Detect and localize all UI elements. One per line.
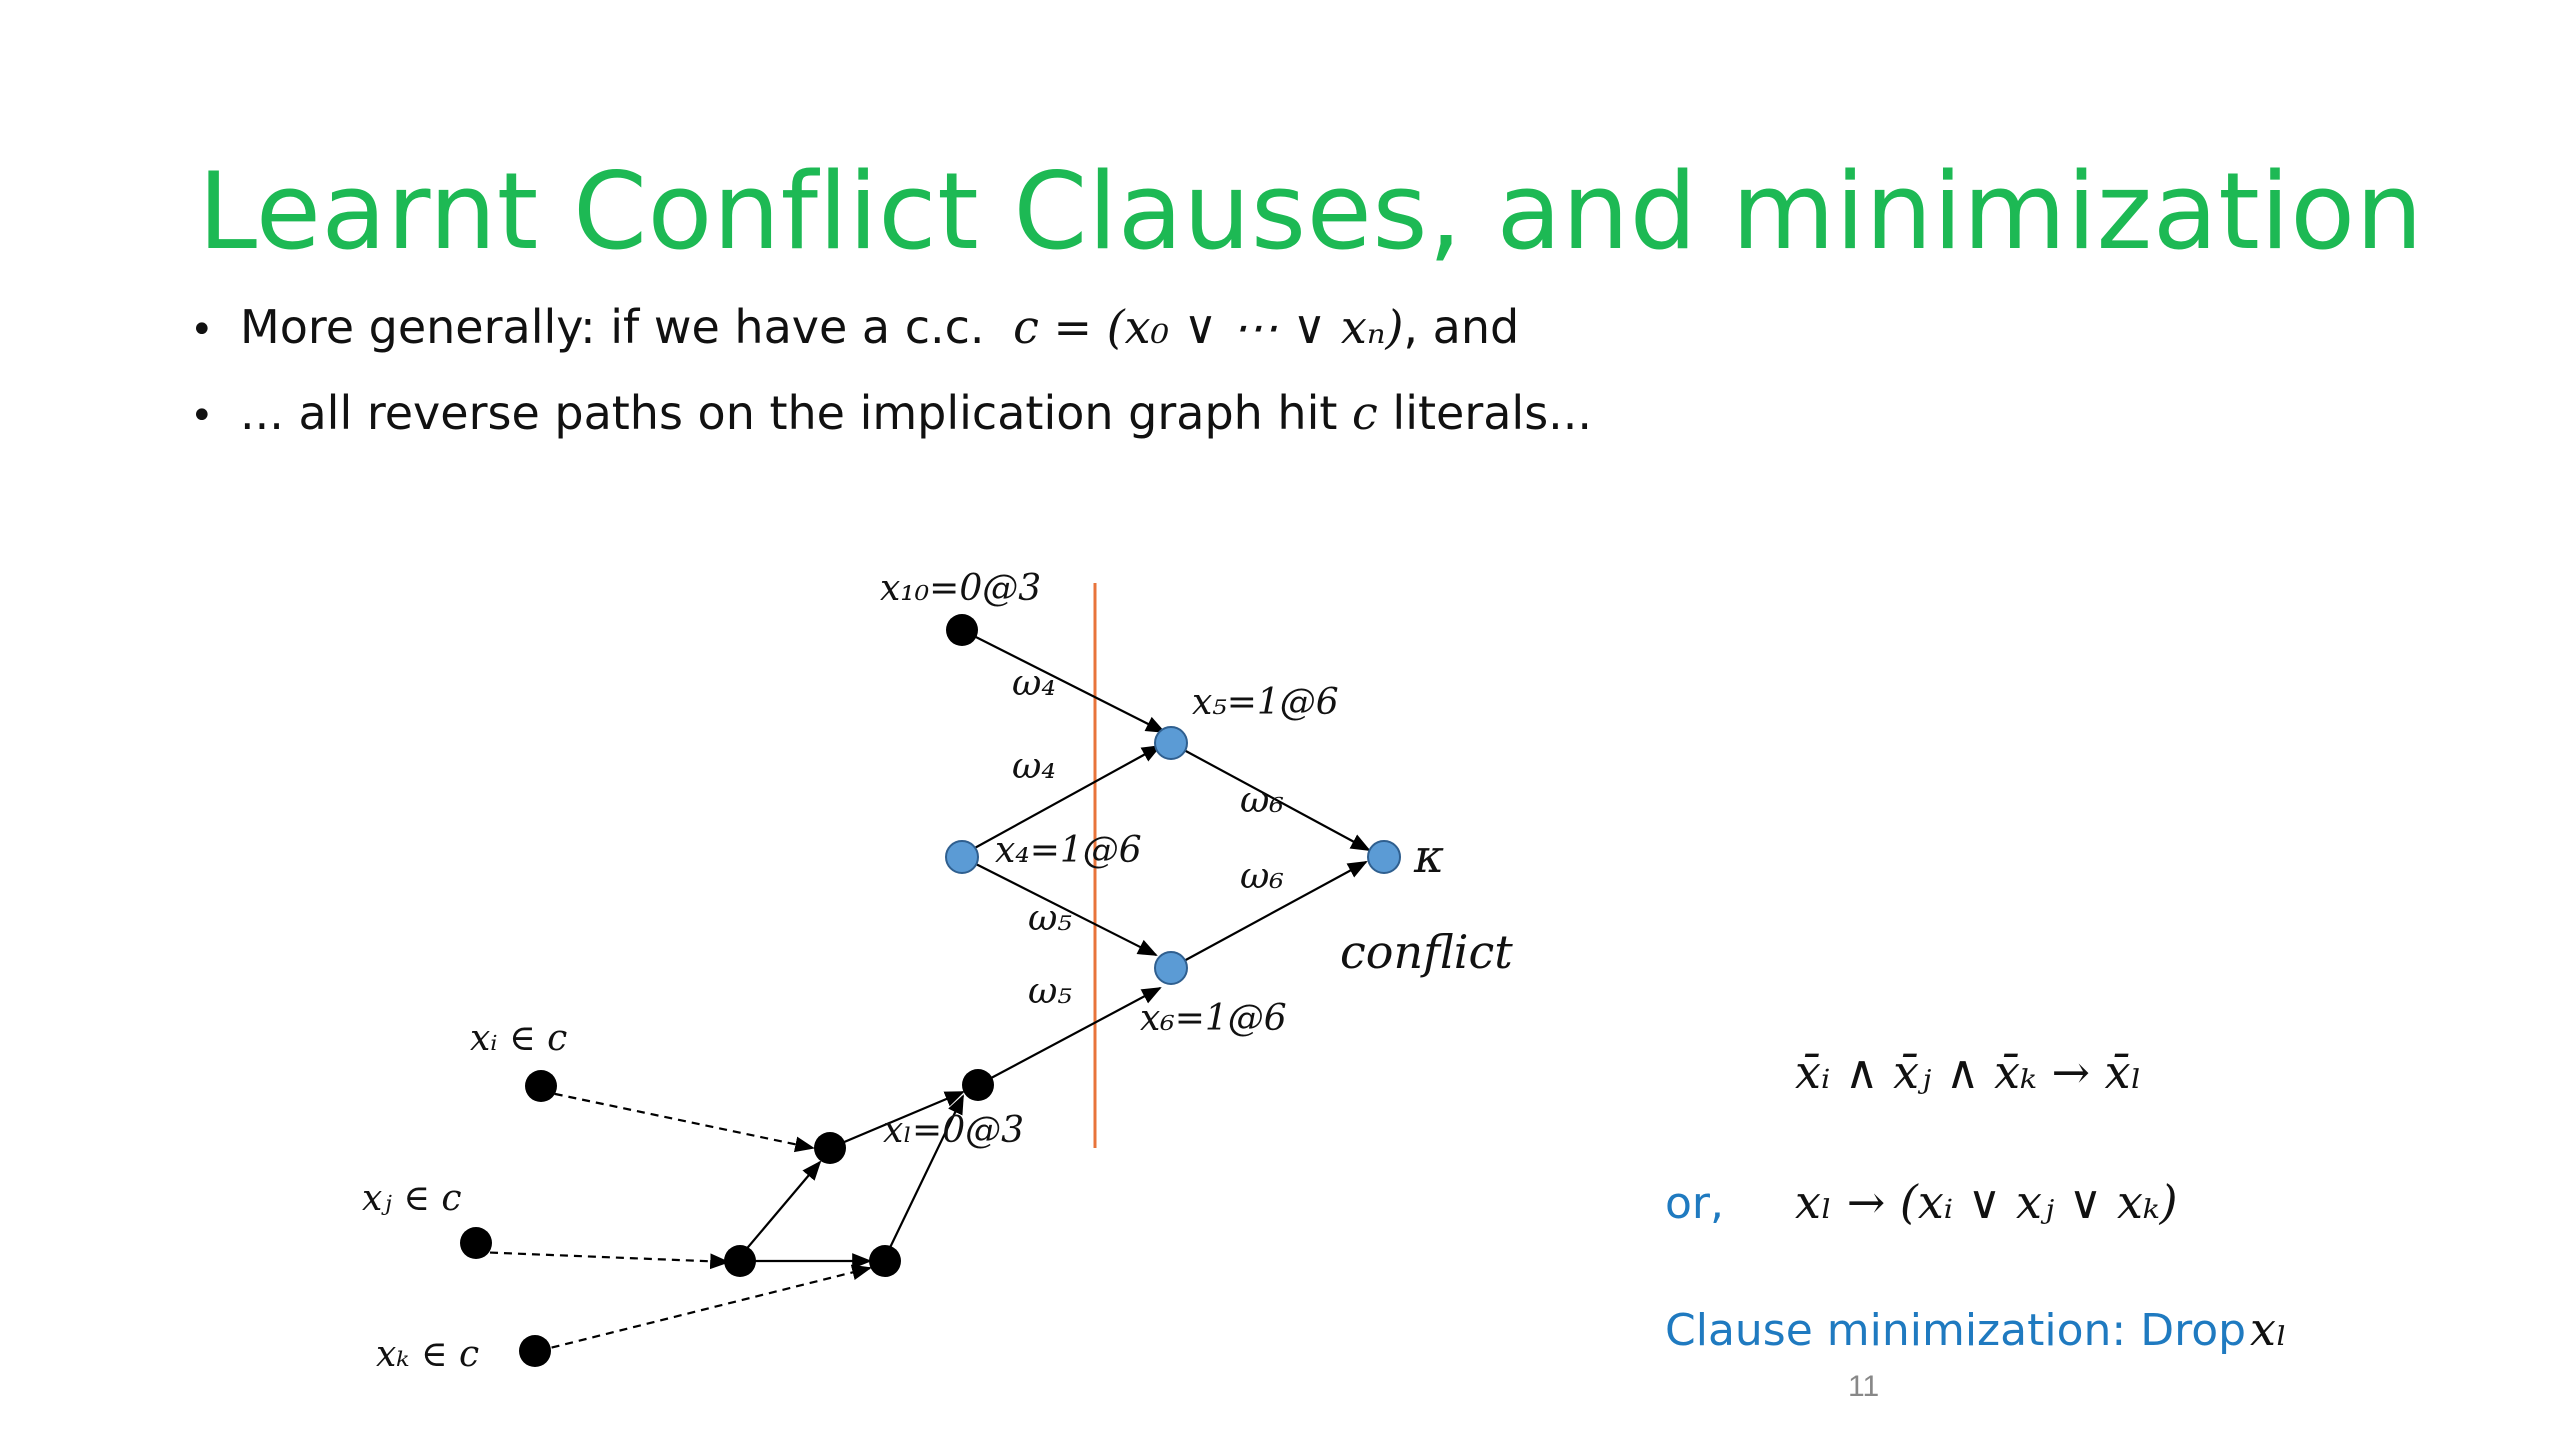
edge-x4-x5: [961, 745, 1162, 856]
edge-label-omega4-a: ω₄: [1012, 663, 1056, 704]
node-label-xj: xⱼ ∈ c: [362, 1178, 462, 1219]
edge-label-omega5-a: ω₅: [1028, 898, 1072, 939]
edge-x5-kappa: [1170, 742, 1371, 851]
or-label: or,: [1665, 1178, 1724, 1229]
node-x6: [1154, 951, 1188, 985]
edge-x4-x6: [961, 856, 1158, 956]
node-label-xk: xₖ ∈ c: [376, 1334, 479, 1375]
bullet-math: c = (x₀ ∨ ⋯ ∨ xₙ): [1013, 300, 1404, 354]
node-label-xl: xₗ=0@3: [883, 1110, 1024, 1151]
bullet-math: c: [1352, 386, 1378, 440]
page-number: 11: [1848, 1370, 1879, 1403]
node-x5: [1154, 726, 1188, 760]
node-xk: [519, 1335, 551, 1367]
bullet-text-after: literals...: [1377, 386, 1593, 440]
node-label-x6: x₆=1@6: [1140, 998, 1287, 1039]
node-m2: [724, 1245, 756, 1277]
edge-m2-m1: [737, 1160, 822, 1260]
edge-label-omega6-b: ω₆: [1240, 856, 1284, 897]
edge-xl-x6: [977, 987, 1162, 1086]
node-label-x10: x₁₀=0@3: [880, 568, 1041, 609]
node-label-x5: x₅=1@6: [1192, 682, 1339, 723]
bullet-marker: •: [190, 307, 214, 353]
edge-label-omega5-b: ω₅: [1028, 971, 1072, 1012]
minimization-text: Clause minimization: Drop: [1665, 1305, 2246, 1356]
bullet-list: • More generally: if we have a c.c. c = …: [190, 300, 1592, 472]
node-xl: [962, 1069, 994, 1101]
node-x4: [945, 840, 979, 874]
bullet-item: • More generally: if we have a c.c. c = …: [190, 300, 1592, 354]
bullet-text: ... all reverse paths on the implication…: [240, 386, 1353, 440]
edge-m1-xl: [829, 1090, 965, 1150]
node-label-kappa: κ: [1413, 829, 1444, 883]
slide-title: Learnt Conflict Clauses, and minimizatio…: [198, 150, 2424, 273]
conflict-label: conflict: [1340, 925, 1513, 979]
edge-xi-m1: [540, 1089, 815, 1153]
node-xi: [525, 1070, 557, 1102]
node-x10: [946, 614, 978, 646]
node-xj: [460, 1227, 492, 1259]
node-kappa: [1367, 840, 1401, 874]
bullet-item: • ... all reverse paths on the implicati…: [190, 386, 1592, 440]
bullet-text-after: , and: [1403, 300, 1520, 354]
edge-label-omega4-b: ω₄: [1012, 746, 1056, 787]
node-m1: [814, 1132, 846, 1164]
formula-clause: xₗ → (xᵢ ∨ xⱼ ∨ xₖ): [1795, 1175, 2178, 1229]
edge-m3-xl: [884, 1094, 964, 1259]
node-m3: [869, 1245, 901, 1277]
edge-xk-m3: [537, 1264, 872, 1353]
bullet-text: More generally: if we have a c.c.: [240, 300, 1000, 354]
edge-x10-x5: [961, 629, 1166, 733]
minimization-var: xₗ: [2250, 1302, 2287, 1356]
bullet-marker: •: [190, 393, 214, 439]
node-label-xi: xᵢ ∈ c: [470, 1018, 567, 1059]
edge-label-omega6-a: ω₆: [1240, 780, 1284, 821]
node-label-x4: x₄=1@6: [995, 830, 1142, 871]
edge-x6-kappa: [1170, 861, 1368, 969]
formula-implication: x̄ᵢ ∧ x̄ⱼ ∧ x̄ₖ → x̄ₗ: [1795, 1045, 2142, 1099]
edge-xj-m2: [475, 1250, 730, 1270]
